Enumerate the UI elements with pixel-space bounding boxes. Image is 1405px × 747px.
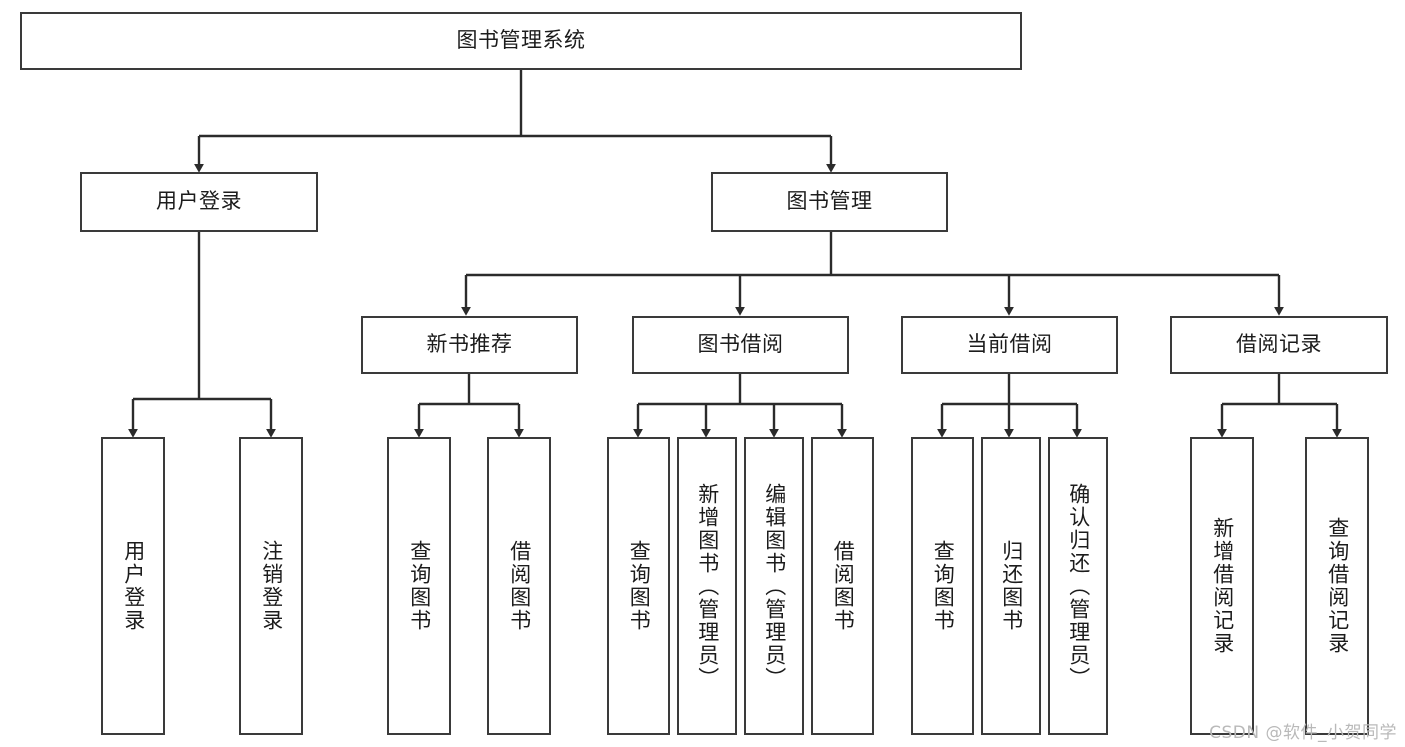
node-leaf-user-login-label: 用户登录 [121,540,146,632]
node-leaf-borrow-book-1[interactable]: 借阅图书 [487,437,551,735]
node-leaf-confirm-return[interactable]: 确认归还（管理员） [1048,437,1108,735]
node-new-book-recommend[interactable]: 新书推荐 [361,316,578,374]
node-leaf-query-record-label: 查询借阅记录 [1325,517,1350,655]
node-leaf-query-record[interactable]: 查询借阅记录 [1305,437,1369,735]
node-current-borrow[interactable]: 当前借阅 [901,316,1118,374]
node-leaf-return-book-label: 归还图书 [999,540,1024,632]
node-leaf-add-record[interactable]: 新增借阅记录 [1190,437,1254,735]
node-leaf-add-book[interactable]: 新增图书（管理员） [677,437,737,735]
node-leaf-borrow-book-1-label: 借阅图书 [507,540,532,632]
watermark: CSDN @软件_小贺同学 [1209,723,1397,743]
node-leaf-add-book-label: 新增图书（管理员） [695,482,720,690]
node-leaf-edit-book[interactable]: 编辑图书（管理员） [744,437,804,735]
node-leaf-borrow-book-2[interactable]: 借阅图书 [811,437,874,735]
node-book-management-label: 图书管理 [786,189,873,214]
node-leaf-confirm-return-label: 确认归还（管理员） [1066,482,1091,690]
node-leaf-add-record-label: 新增借阅记录 [1210,517,1235,655]
node-book-borrow[interactable]: 图书借阅 [632,316,849,374]
node-leaf-logout-login-label: 注销登录 [259,540,284,632]
node-new-book-recommend-label: 新书推荐 [426,332,513,357]
node-root[interactable]: 图书管理系统 [20,12,1022,70]
node-leaf-borrow-book-2-label: 借阅图书 [831,540,856,632]
node-user-login[interactable]: 用户登录 [80,172,318,232]
node-leaf-return-book[interactable]: 归还图书 [981,437,1041,735]
node-book-borrow-label: 图书借阅 [697,332,784,357]
node-leaf-user-login[interactable]: 用户登录 [101,437,165,735]
node-leaf-edit-book-label: 编辑图书（管理员） [762,482,787,690]
node-leaf-logout-login[interactable]: 注销登录 [239,437,303,735]
node-leaf-query-book-1[interactable]: 查询图书 [387,437,451,735]
node-leaf-query-book-1-label: 查询图书 [407,540,432,632]
node-borrow-record[interactable]: 借阅记录 [1170,316,1388,374]
node-leaf-query-book-3[interactable]: 查询图书 [911,437,974,735]
node-book-management[interactable]: 图书管理 [711,172,948,232]
node-leaf-query-book-2[interactable]: 查询图书 [607,437,670,735]
node-user-login-label: 用户登录 [156,189,242,214]
node-borrow-record-label: 借阅记录 [1236,332,1322,357]
node-root-label: 图书管理系统 [456,28,586,53]
node-leaf-query-book-2-label: 查询图书 [627,540,652,632]
node-current-borrow-label: 当前借阅 [966,332,1053,357]
node-leaf-query-book-3-label: 查询图书 [931,540,956,632]
